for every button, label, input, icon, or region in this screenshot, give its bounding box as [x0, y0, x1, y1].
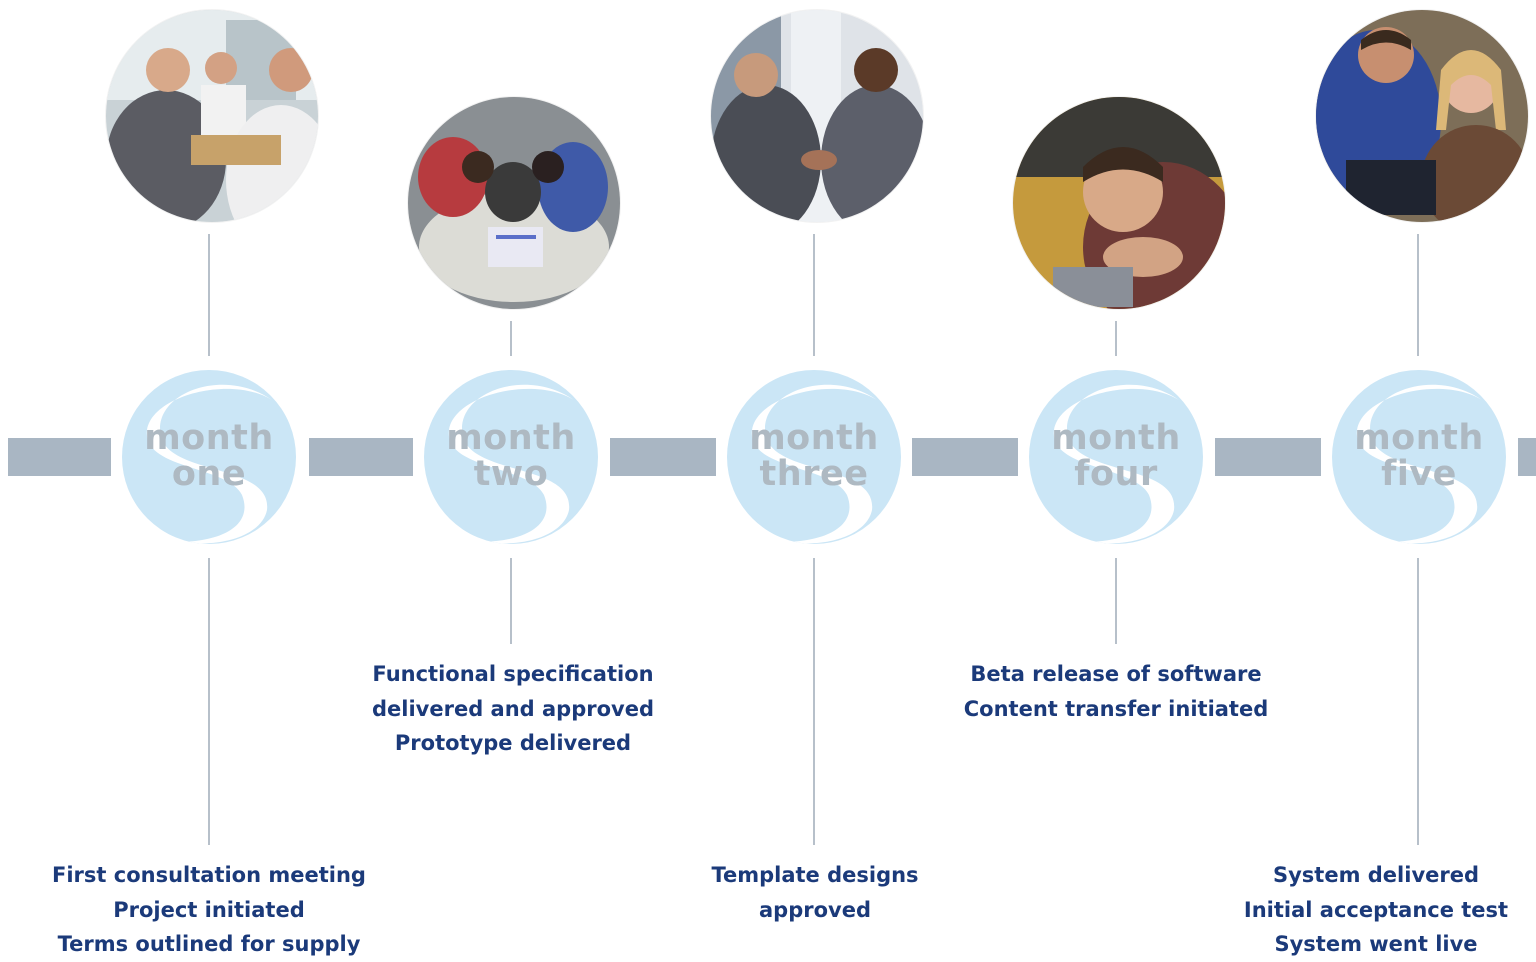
handshake-photo	[711, 10, 923, 222]
month-word: month	[144, 418, 274, 458]
milestone-text: System delivered	[1272, 863, 1480, 887]
milestone-text: Beta release of software	[970, 662, 1262, 686]
month-node-one: month one	[122, 370, 296, 544]
milestone-text: Project initiated	[113, 897, 305, 922]
timeline-bar-segment	[912, 438, 1018, 476]
connector-line	[510, 321, 512, 356]
connector-line	[1115, 558, 1117, 644]
timeline-bar-segment	[1215, 438, 1321, 476]
milestones-month-two: Functional specification delivered and a…	[353, 657, 673, 761]
timeline-bar-segment	[309, 438, 413, 476]
team-collaboration-photo	[408, 97, 620, 309]
month-number: four	[1074, 454, 1158, 494]
milestone-text: Prototype delivered	[394, 731, 632, 755]
month-node-four: month four	[1029, 370, 1203, 544]
milestone-text: Initial acceptance test	[1243, 897, 1509, 922]
milestone-text: First consultation meeting	[52, 863, 366, 887]
month-number: one	[171, 454, 247, 494]
connector-line	[510, 558, 512, 644]
month-node-two: month two	[424, 370, 598, 544]
milestone-text: Functional specification	[372, 662, 654, 686]
month-number: three	[759, 454, 869, 494]
month-number: two	[473, 454, 549, 494]
month-node-three: month three	[727, 370, 901, 544]
milestones-month-four: Beta release of software Content transfe…	[956, 657, 1276, 726]
month-word: month	[749, 418, 879, 458]
milestone-text: Terms outlined for supply	[57, 932, 361, 956]
connector-line	[813, 234, 815, 356]
month-word: month	[1354, 418, 1484, 458]
business-meeting-photo	[106, 10, 318, 222]
developer-working-photo	[1013, 97, 1225, 309]
connector-line	[1417, 234, 1419, 356]
connector-line	[813, 558, 815, 845]
timeline-bar-segment	[8, 438, 111, 476]
connector-line	[208, 558, 210, 845]
connector-line	[1417, 558, 1419, 845]
milestones-month-one: First consultation meeting Project initi…	[49, 858, 369, 962]
connector-line	[208, 234, 210, 356]
month-word: month	[446, 418, 576, 458]
milestones-month-five: System delivered Initial acceptance test…	[1216, 858, 1536, 962]
milestone-text: delivered and approved	[372, 696, 654, 721]
milestone-text: approved	[759, 897, 871, 922]
month-word: month	[1051, 418, 1181, 458]
milestone-text: Template designs	[711, 863, 919, 887]
milestone-text: Content transfer initiated	[963, 696, 1269, 721]
milestone-text: System went live	[1274, 932, 1478, 956]
milestones-month-three: Template designs approved	[655, 858, 975, 927]
laptop-review-photo	[1316, 10, 1528, 222]
connector-line	[1115, 321, 1117, 356]
month-node-five: month five	[1332, 370, 1506, 544]
timeline-bar-segment	[1518, 438, 1536, 476]
timeline-bar-segment	[610, 438, 716, 476]
month-number: five	[1381, 454, 1457, 494]
